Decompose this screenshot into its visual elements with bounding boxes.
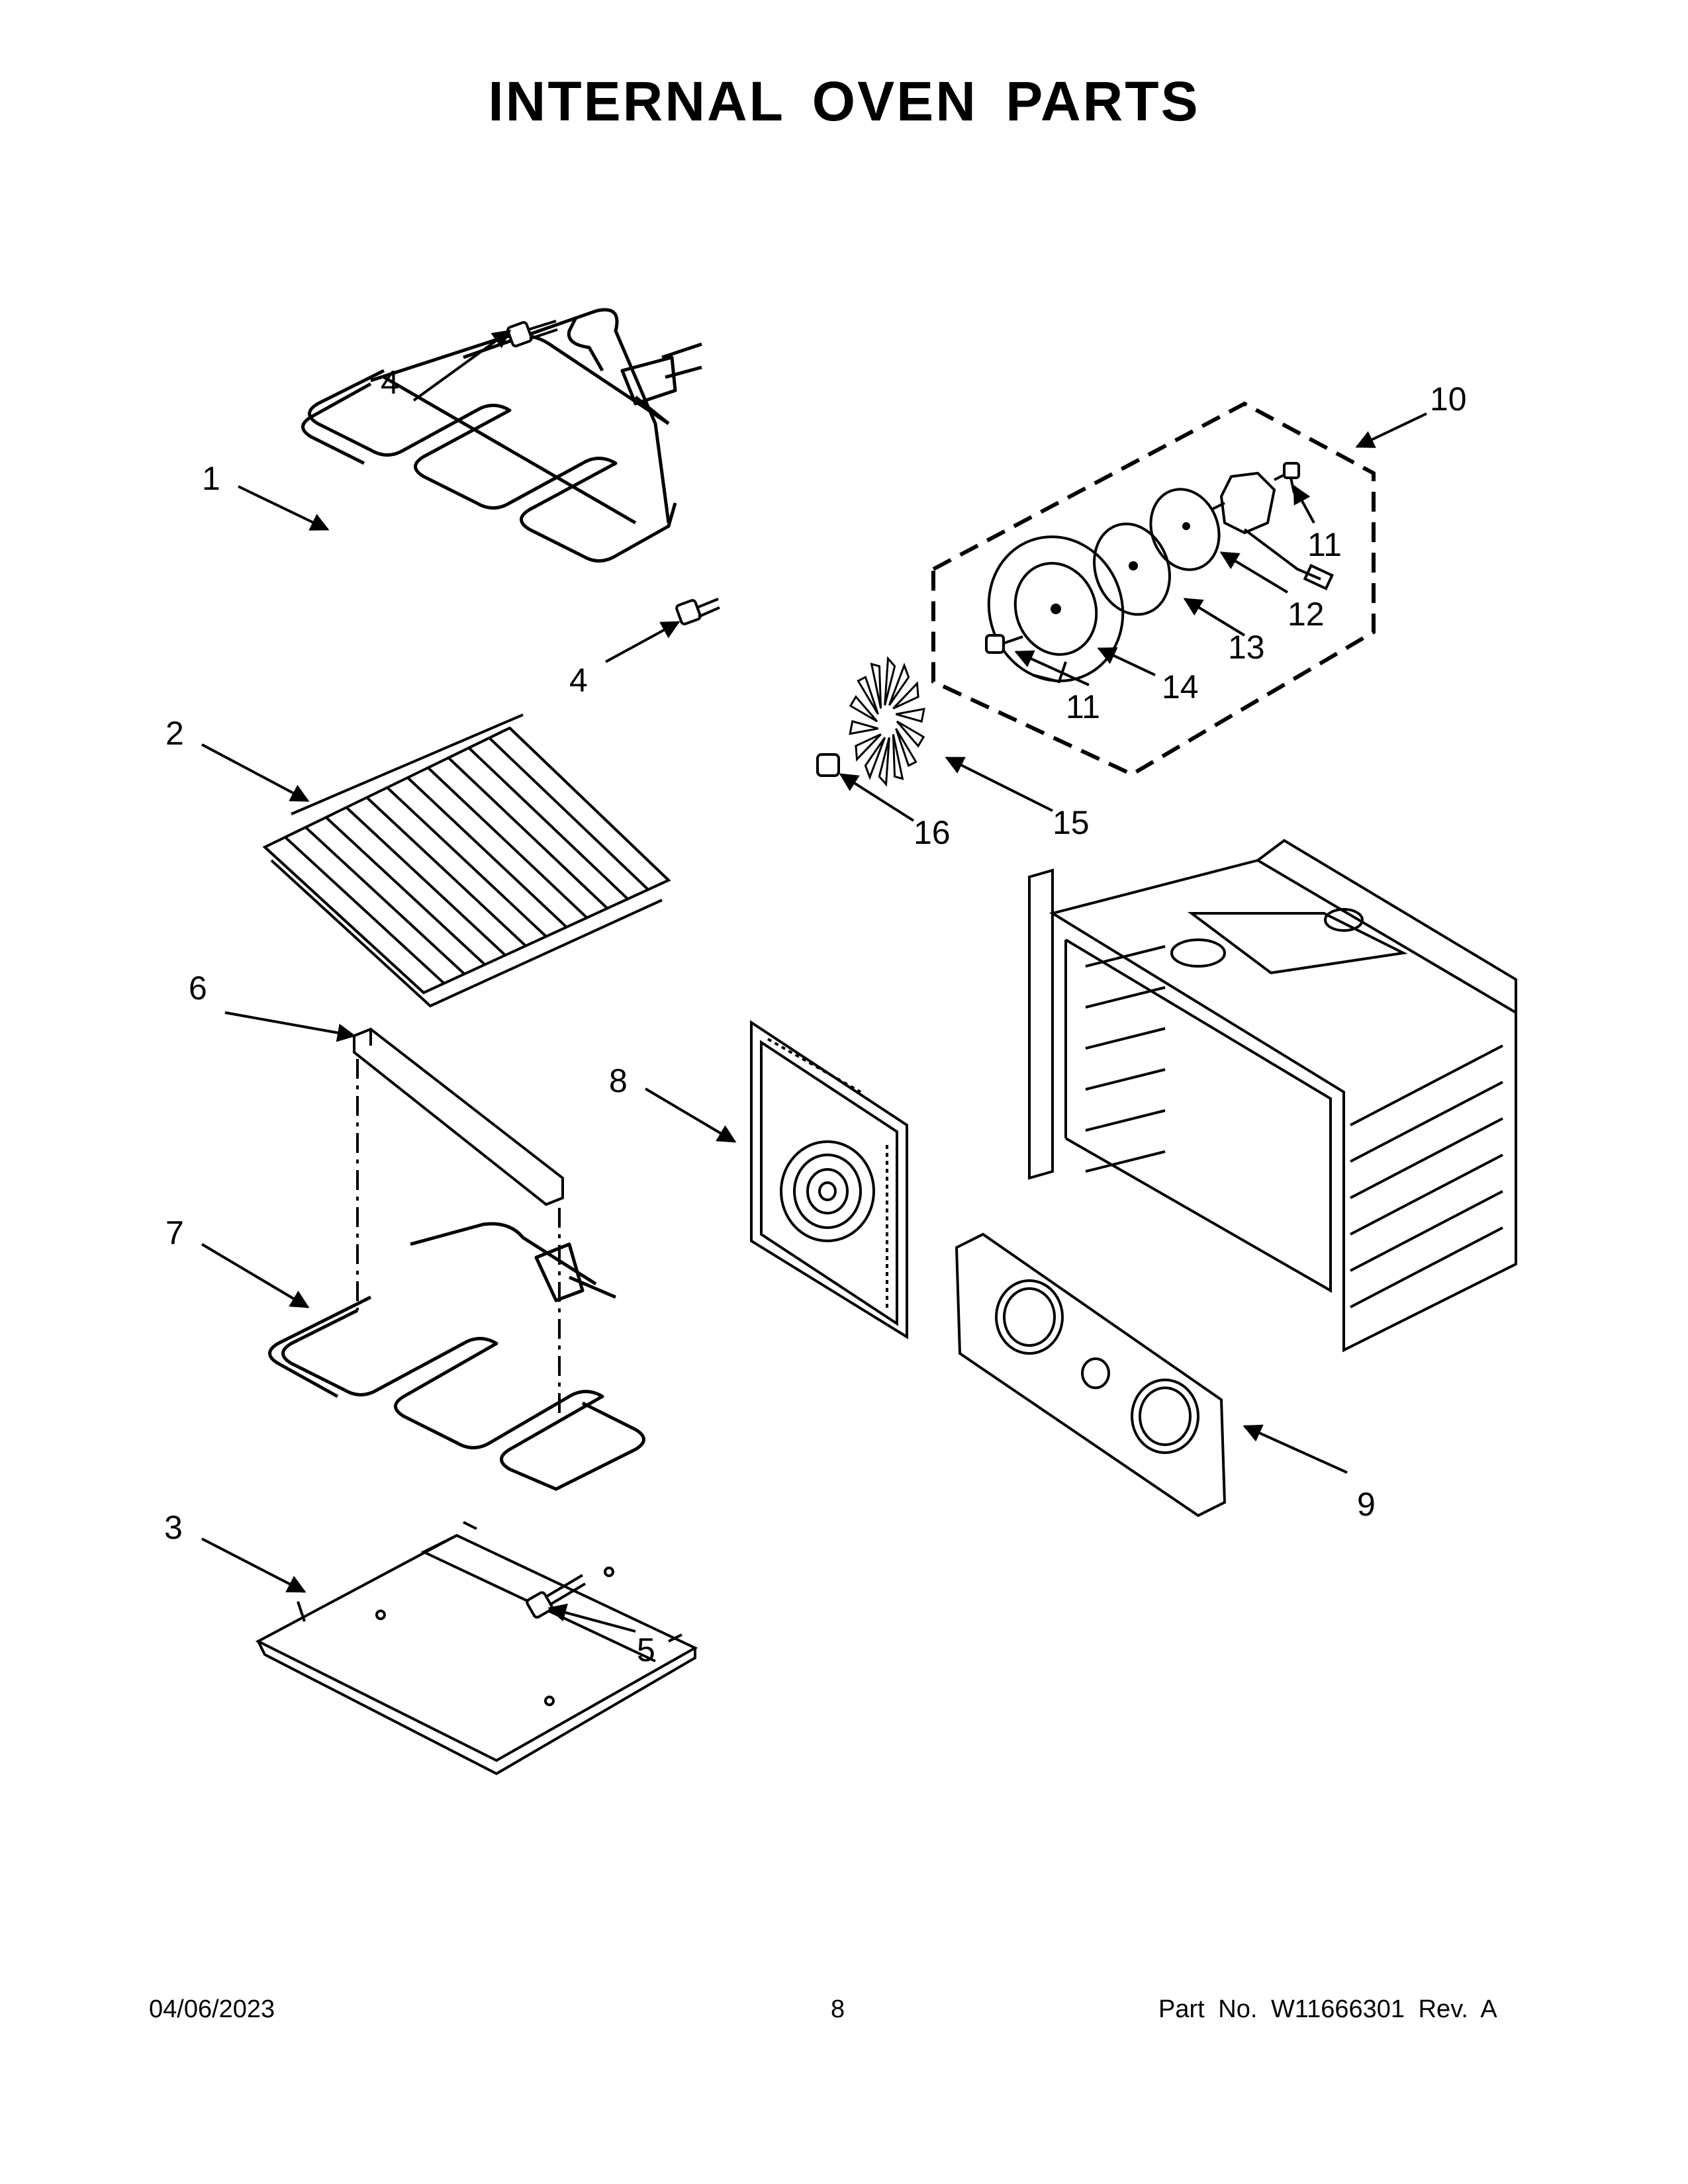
rack-rung xyxy=(365,796,527,947)
cavity-rib-right xyxy=(1350,1117,1503,1199)
callout-15: 15 xyxy=(1053,804,1090,841)
callout-4-lower: 4 xyxy=(569,662,588,699)
part-8-rear-panel xyxy=(750,1020,908,1340)
fan-blade-vane xyxy=(892,681,919,709)
callout-12: 12 xyxy=(1288,596,1325,633)
cavity-rib-left xyxy=(1085,945,1166,968)
fan-blade-vane xyxy=(896,720,925,748)
footer-page-number: 8 xyxy=(831,1995,845,2023)
callout-11-upper: 11 xyxy=(1307,526,1342,563)
part-15-fan-blade xyxy=(849,656,925,787)
rack-rung xyxy=(263,846,425,994)
part-12-fan-motor xyxy=(1211,471,1335,590)
rack-rung xyxy=(508,727,670,882)
callout-7: 7 xyxy=(165,1214,184,1251)
callout-8: 8 xyxy=(609,1062,628,1099)
part-1-broil-element xyxy=(301,308,702,563)
callout-13: 13 xyxy=(1228,629,1265,666)
rack-rung xyxy=(427,766,588,919)
fan-blade-vane xyxy=(895,728,917,768)
rack-rung xyxy=(345,806,506,956)
cavity-rib-left xyxy=(1085,1109,1166,1132)
cavity-rib-right xyxy=(1350,1044,1503,1126)
part-9-insulation-panel xyxy=(955,1232,1227,1518)
part-13-fan-plate xyxy=(1093,522,1171,616)
fan-blade-vane xyxy=(878,737,890,787)
fan-blade-vane xyxy=(870,662,882,709)
cavity-rib-left xyxy=(1085,1068,1166,1091)
leader-lines xyxy=(201,330,1427,1633)
page-title: INTERNAL OVEN PARTS xyxy=(488,70,1200,132)
rack-rung xyxy=(325,816,486,966)
fan-blade-vane xyxy=(855,733,882,762)
part-5-screw xyxy=(526,1574,586,1619)
rack-rung xyxy=(447,756,608,909)
oven-cavity xyxy=(1028,839,1517,1353)
part-2-oven-rack xyxy=(262,713,671,1008)
part-4-screw-upper xyxy=(506,320,558,347)
callout-14: 14 xyxy=(1162,668,1199,705)
part-10-convection-kit-outline xyxy=(931,401,1376,777)
fan-blade-vane xyxy=(896,707,925,723)
fan-blade-vane xyxy=(884,656,896,706)
fan-blade-vane xyxy=(892,734,904,780)
footer-part-number: Part No. W11666301 Rev. A xyxy=(1158,1995,1497,2023)
callout-9: 9 xyxy=(1357,1486,1376,1523)
part-16-nut xyxy=(816,753,840,777)
callout-2: 2 xyxy=(165,715,184,752)
callout-16: 16 xyxy=(914,814,951,851)
rack-rung xyxy=(284,836,445,985)
rack-rung xyxy=(488,737,649,891)
cavity-rib-right xyxy=(1350,1226,1503,1308)
callout-3: 3 xyxy=(164,1509,183,1546)
callout-4-upper: 4 xyxy=(381,364,399,401)
fan-blade-vane xyxy=(857,675,879,715)
part-12-gasket xyxy=(1149,488,1221,571)
fan-blade-vane xyxy=(849,695,878,723)
cavity-rib-left xyxy=(1085,1027,1166,1050)
fan-blade-vane xyxy=(849,720,878,735)
callout-5: 5 xyxy=(637,1631,655,1668)
callout-6: 6 xyxy=(189,970,207,1007)
callout-10: 10 xyxy=(1430,381,1467,418)
cavity-rib-right xyxy=(1350,1190,1503,1272)
fan-blade-vane xyxy=(864,737,886,780)
cavity-rib-right xyxy=(1350,1081,1503,1163)
cavity-rib-right xyxy=(1350,1154,1503,1236)
part-11-screw-lower xyxy=(985,634,1023,654)
rack-rung xyxy=(406,776,568,929)
fan-blade-vane xyxy=(888,662,910,706)
cavity-rib-left xyxy=(1085,1150,1166,1173)
callout-11-lower: 11 xyxy=(1066,688,1100,725)
cavity-rib-left xyxy=(1085,986,1166,1009)
footer-date: 04/06/2023 xyxy=(149,1995,275,2023)
part-14-fan-housing xyxy=(987,535,1125,684)
rack-rung xyxy=(467,747,629,900)
part-7-bake-element xyxy=(268,1222,645,1491)
part-6-shield xyxy=(353,1027,564,1416)
rack-rung xyxy=(386,786,547,938)
rack-rung xyxy=(305,826,466,976)
part-3-bottom-cover xyxy=(255,1521,698,1776)
callout-1: 1 xyxy=(202,460,220,497)
part-4-screw-lower xyxy=(675,598,720,625)
